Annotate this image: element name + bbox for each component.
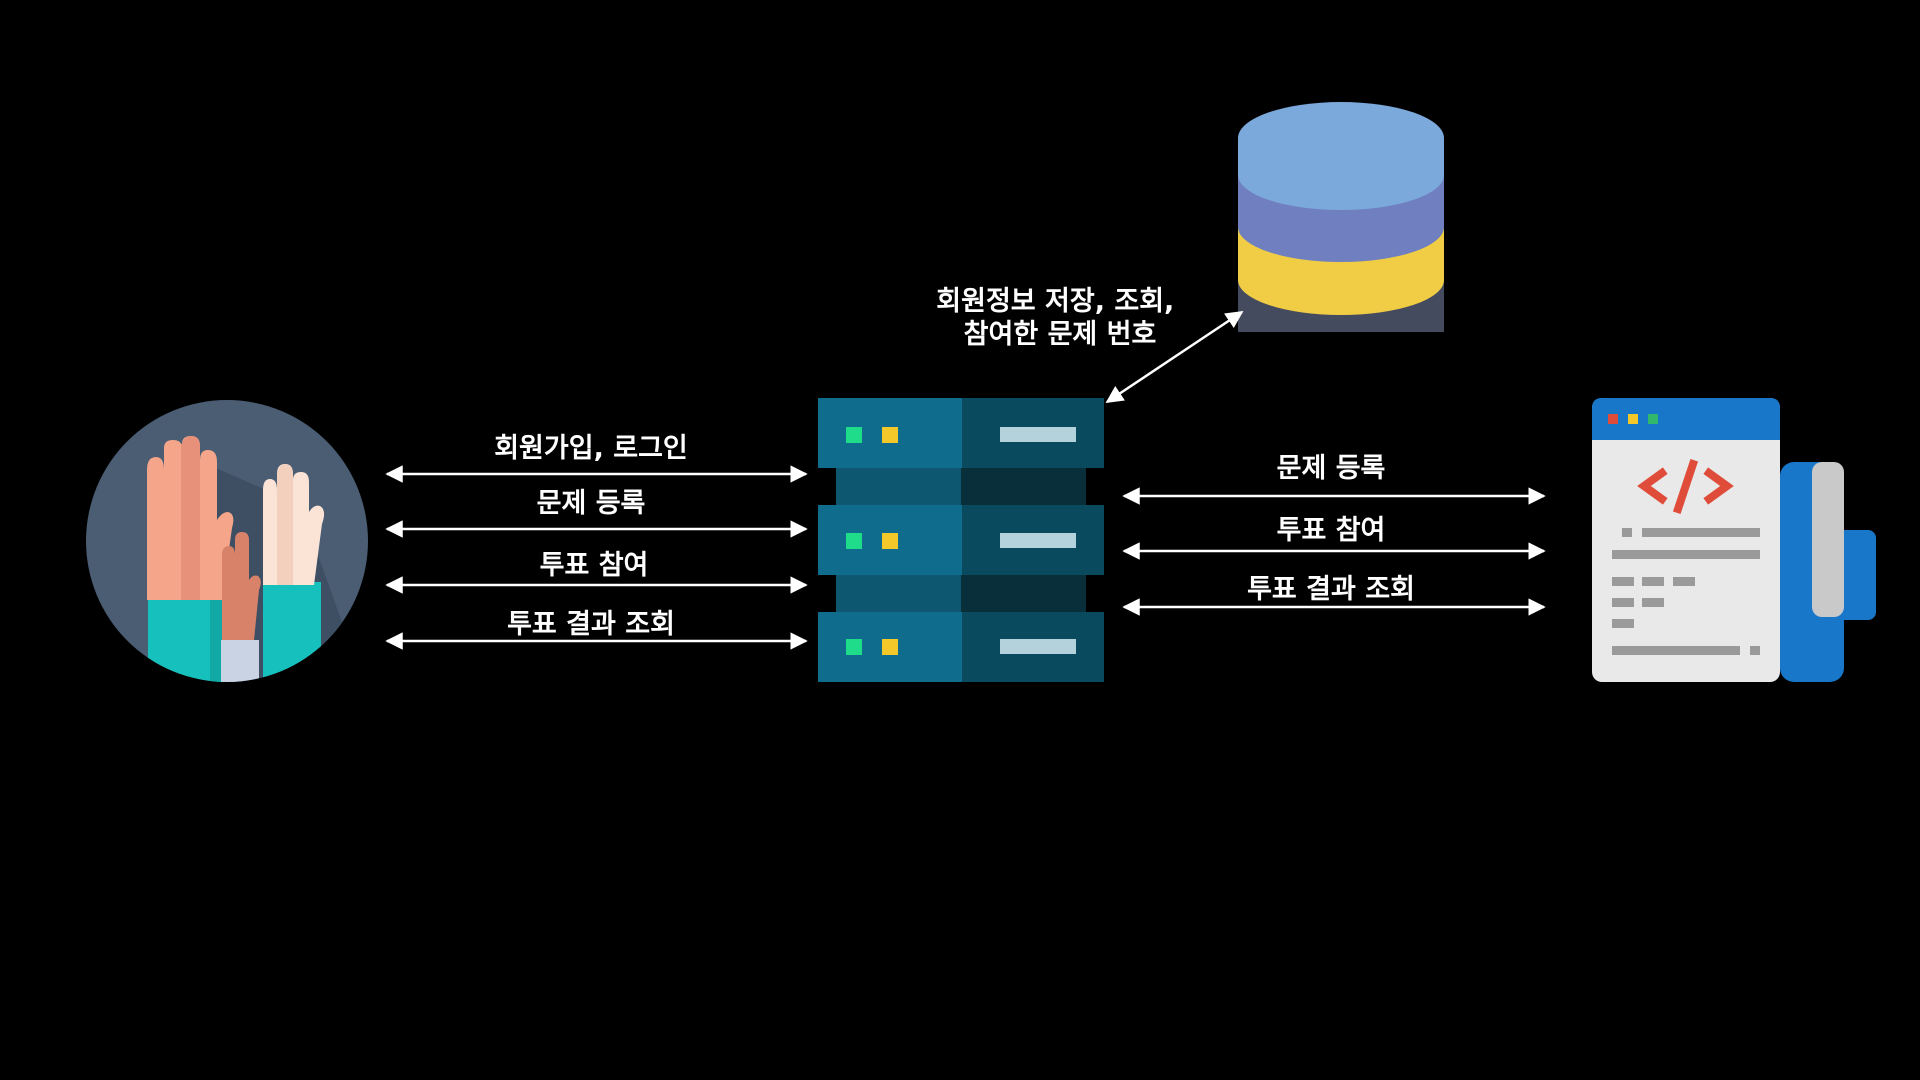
label-vote-participate-right: 투표 참여 [1277, 515, 1386, 546]
label-vote-participate-left: 투표 참여 [540, 550, 649, 581]
code-brackets-icon [1637, 458, 1734, 515]
database-icon [1238, 102, 1444, 332]
code-document-icon [1592, 398, 1876, 682]
label-vote-results-left: 투표 결과 조회 [507, 609, 675, 640]
label-signup-login: 회원가입, 로그인 [494, 433, 688, 464]
server-rack-icon [818, 398, 1104, 682]
arrow-server-database [1105, 310, 1244, 404]
label-database: 회원정보 저장, 조회, 참여한 문제 번호 [936, 286, 1183, 350]
arrows-left [385, 465, 808, 650]
label-vote-results-right: 투표 결과 조회 [1247, 574, 1415, 605]
label-database-line2: 참여한 문제 번호 [964, 319, 1157, 350]
label-register-problem-right: 문제 등록 [1277, 453, 1386, 484]
label-register-problem-left: 문제 등록 [537, 488, 646, 519]
raised-hands-icon [86, 400, 368, 682]
arrows-right [1122, 487, 1546, 616]
label-database-line1: 회원정보 저장, 조회, [936, 286, 1174, 317]
